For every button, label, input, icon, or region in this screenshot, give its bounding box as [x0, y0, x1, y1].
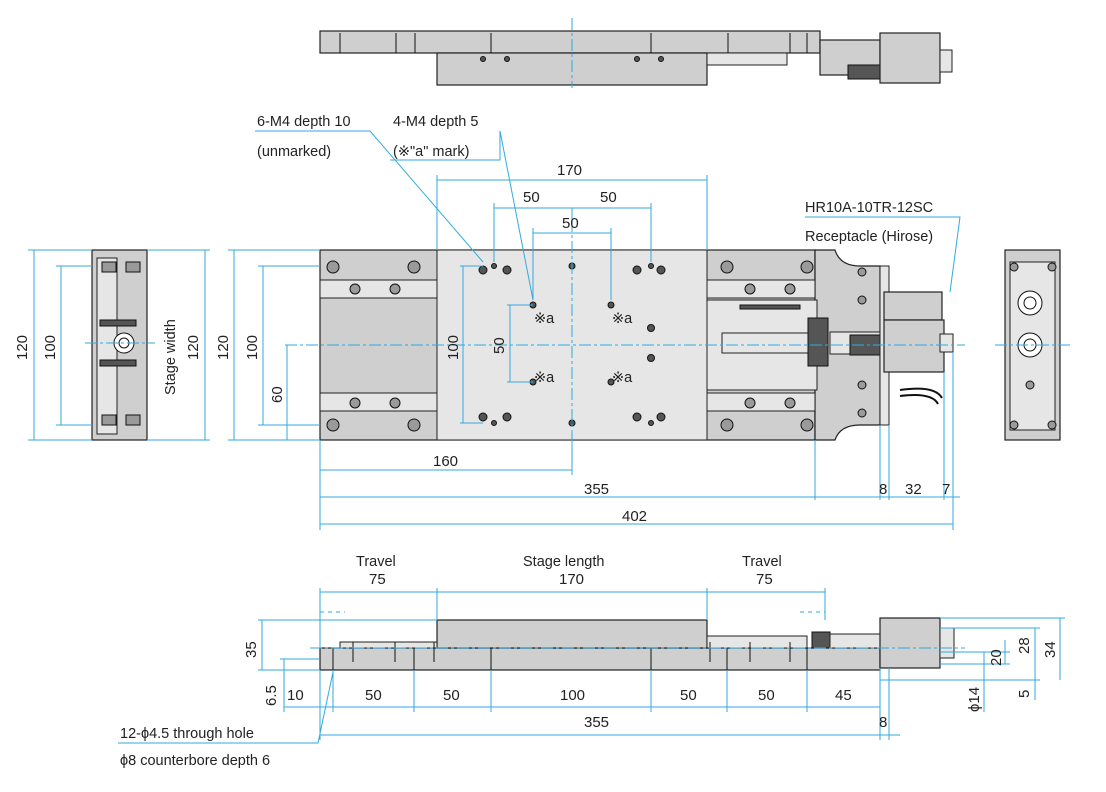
dim-travel-75-left: 75: [369, 571, 386, 588]
dim-b50c: 50: [680, 687, 697, 704]
dim-6-5: 6.5: [263, 685, 280, 706]
dim-34: 34: [1042, 641, 1059, 658]
dim-5: 5: [1016, 690, 1033, 698]
note-through-hole: 12-ϕ4.5 through hole: [120, 726, 254, 742]
dim-120-stage-width: 120: [185, 335, 202, 360]
dim-b8: 8: [879, 714, 887, 731]
plan-dimensions: [228, 130, 961, 530]
dim-100-left: 100: [42, 335, 59, 360]
label-stage-width: Stage width: [163, 319, 179, 395]
dim-50-left: 50: [523, 189, 540, 206]
dim-50-inner: 50: [562, 215, 579, 232]
note-m4-depth10: 6-M4 depth 10: [257, 114, 351, 130]
dim-32: 32: [905, 481, 922, 498]
dim-35: 35: [243, 641, 260, 658]
dim-402: 402: [622, 508, 647, 525]
note-unmarked: (unmarked): [257, 144, 331, 160]
dim-b50b: 50: [443, 687, 460, 704]
dim-b50a: 50: [365, 687, 382, 704]
counterbore-holes: [326, 260, 867, 432]
dim-b45: 45: [835, 687, 852, 704]
dim-60: 60: [269, 386, 286, 403]
dim-20: 20: [988, 649, 1005, 666]
dim-28: 28: [1016, 637, 1033, 654]
right-end-view: [995, 249, 1070, 441]
dim-355: 355: [584, 481, 609, 498]
stage-holes: [478, 262, 666, 427]
dim-170: 170: [557, 162, 582, 179]
a-mark-2: ※a: [612, 311, 633, 327]
left-end-dimensions: [28, 249, 210, 441]
note-receptacle: HR10A-10TR-12SC: [805, 200, 933, 216]
dim-160: 160: [433, 453, 458, 470]
dim-50-stage: 50: [491, 337, 508, 354]
note-a-mark: (※"a" mark): [393, 144, 469, 160]
label-travel-left: Travel: [356, 554, 396, 570]
label-travel-right: Travel: [742, 554, 782, 570]
dim-stage-170: 170: [559, 571, 584, 588]
a-mark-1: ※a: [534, 311, 555, 327]
dim-travel-75-right: 75: [756, 571, 773, 588]
left-end-view: [85, 249, 155, 441]
dim-b355: 355: [584, 714, 609, 731]
note-m4-depth5: 4-M4 depth 5: [393, 114, 478, 130]
a-mark-4: ※a: [612, 370, 633, 386]
dim-b50d: 50: [758, 687, 775, 704]
dim-120-left: 120: [14, 335, 31, 360]
dim-phi14: ϕ14: [966, 687, 983, 712]
note-counterbore: ϕ8 counterbore depth 6: [120, 753, 270, 769]
dim-100-stage: 100: [445, 335, 462, 360]
dim-b100: 100: [560, 687, 585, 704]
label-stage-length: Stage length: [523, 554, 604, 570]
a-mark-3: ※a: [534, 370, 555, 386]
dim-100: 100: [244, 335, 261, 360]
dim-10: 10: [287, 687, 304, 704]
dim-120: 120: [215, 335, 232, 360]
side-dimensions: [118, 588, 1065, 744]
dim-50-right: 50: [600, 189, 617, 206]
plan-view: [285, 220, 965, 441]
dim-7: 7: [942, 481, 950, 498]
dim-8: 8: [879, 481, 887, 498]
note-receptacle-sub: Receptacle (Hirose): [805, 229, 933, 245]
side-view: [310, 611, 965, 671]
top-view: [319, 18, 953, 88]
